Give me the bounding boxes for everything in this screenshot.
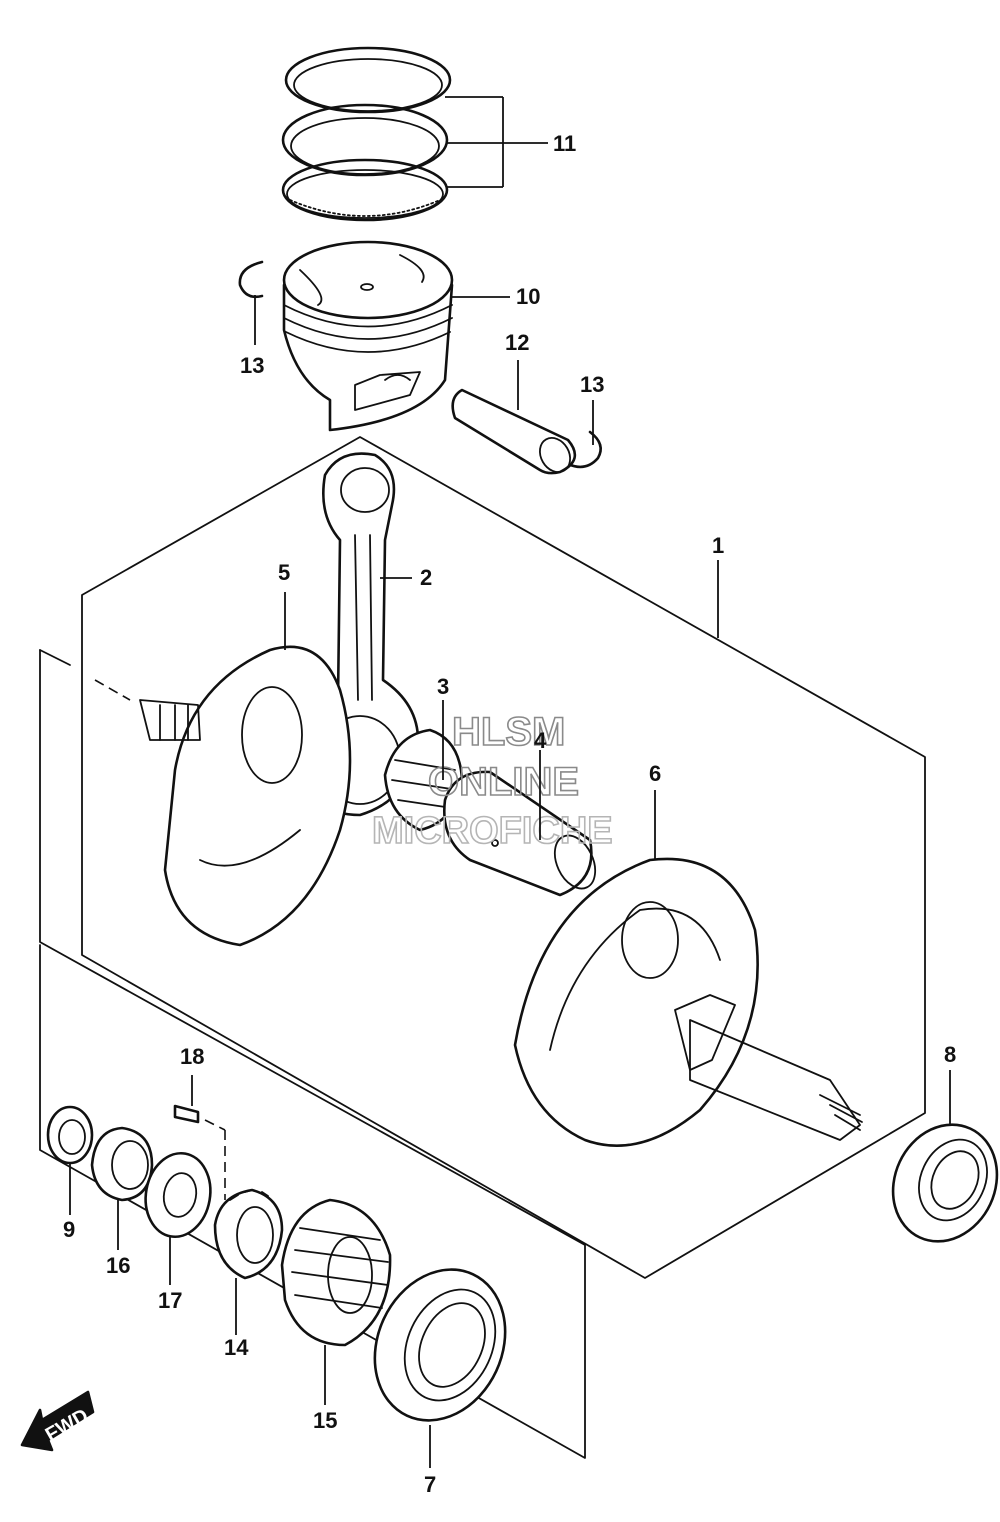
callout-11[interactable]: 11 (553, 131, 576, 156)
callout-6[interactable]: 6 (649, 761, 661, 786)
callouts: 11 10 13 12 13 1 2 5 3 4 6 8 18 9 16 17 … (63, 131, 956, 1497)
callout-2[interactable]: 2 (420, 565, 432, 590)
callout-17[interactable]: 17 (158, 1288, 182, 1313)
callout-18[interactable]: 18 (180, 1044, 204, 1069)
callout-14[interactable]: 14 (224, 1335, 249, 1360)
crank-web-right[interactable] (513, 857, 863, 1147)
piston[interactable] (282, 240, 454, 432)
callout-16[interactable]: 16 (106, 1253, 130, 1278)
callout-13-right[interactable]: 13 (580, 372, 604, 397)
bearing-right[interactable] (874, 1107, 1000, 1258)
fwd-arrow: FWD (20, 1390, 95, 1452)
piston-pin[interactable] (451, 388, 577, 478)
key[interactable] (173, 1104, 226, 1200)
gear-15[interactable] (280, 1198, 392, 1347)
callout-3[interactable]: 3 (437, 674, 449, 699)
spacer[interactable] (90, 1126, 154, 1202)
callout-1[interactable]: 1 (712, 533, 724, 558)
oil-seal[interactable] (46, 1105, 94, 1165)
callout-10[interactable]: 10 (516, 284, 540, 309)
callout-12[interactable]: 12 (505, 330, 529, 355)
leader-lines (69, 96, 951, 1468)
piston-rings[interactable] (281, 46, 452, 222)
callout-5[interactable]: 5 (278, 560, 290, 585)
circlip-left[interactable] (238, 260, 264, 299)
assembly-outline (39, 436, 926, 1459)
callout-13-left[interactable]: 13 (240, 353, 264, 378)
gear-14[interactable] (213, 1188, 284, 1280)
washer[interactable] (139, 1148, 217, 1242)
bearing-bottom[interactable] (351, 1248, 529, 1442)
callout-8[interactable]: 8 (944, 1042, 956, 1067)
watermark-line1: HLSM (452, 710, 565, 754)
watermark: HLSM ONLINE MICROFICHE (371, 709, 613, 853)
callout-9[interactable]: 9 (63, 1217, 75, 1242)
callout-7[interactable]: 7 (424, 1472, 436, 1497)
watermark-line3: MICROFICHE (372, 810, 613, 852)
callout-15[interactable]: 15 (313, 1408, 337, 1433)
crank-pin[interactable] (443, 770, 603, 897)
crank-web-left[interactable] (139, 645, 352, 947)
callout-4[interactable]: 4 (534, 728, 547, 753)
watermark-line2: ONLINE (428, 760, 579, 804)
